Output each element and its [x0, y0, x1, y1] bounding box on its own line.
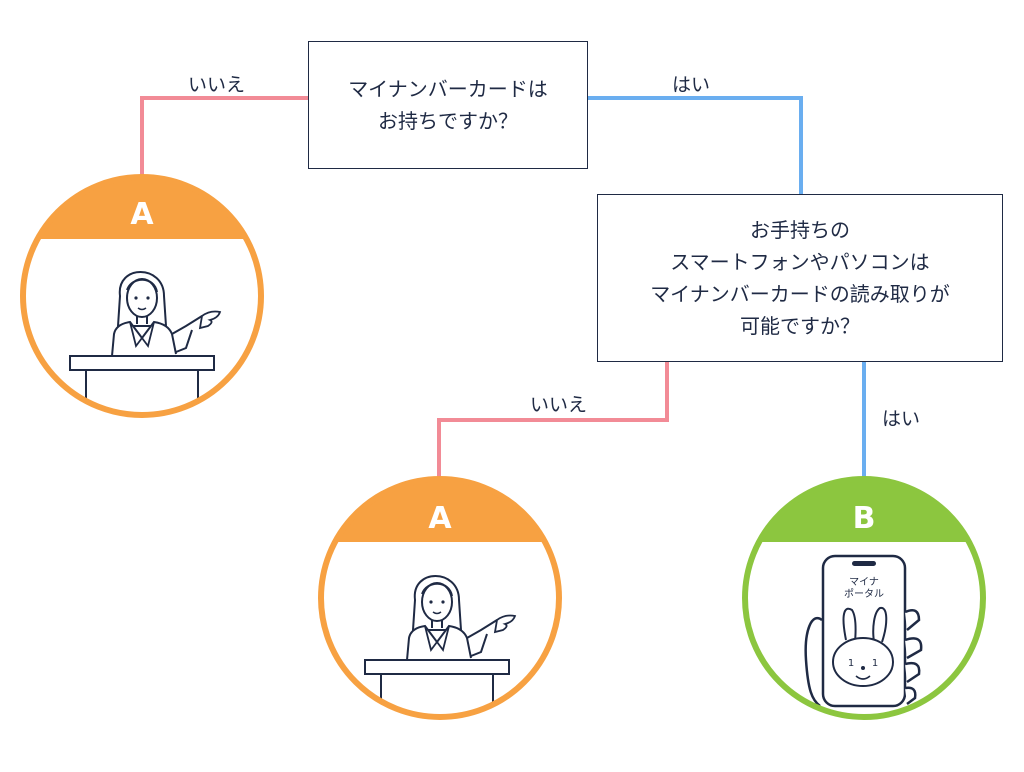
svg-text:1: 1 — [872, 658, 878, 669]
result-a-bottom: A — [318, 476, 562, 720]
edge-label-q2-yes: はい — [882, 408, 921, 430]
question-box-2: お手持ちの スマートフォンやパソコンは マイナンバーカードの読み取りが 可能です… — [597, 194, 1003, 362]
phone-text-line1: マイナ — [849, 576, 879, 588]
edge-label-q1-no: いいえ — [188, 74, 246, 96]
connector-q1-no — [140, 96, 308, 180]
result-a-letter: A — [428, 501, 452, 536]
question-box-1: マイナンバーカードは お持ちですか？ — [308, 41, 588, 169]
smartphone-illustration: マイナ ポータル 1 1 — [804, 554, 923, 708]
result-b: マイナ ポータル 1 1 B — [742, 476, 986, 720]
result-b-letter: B — [853, 501, 876, 536]
edge-label-q2-no: いいえ — [530, 394, 588, 416]
edge-label-q1-yes: はい — [672, 74, 711, 96]
phone-text-line2: ポータル — [844, 588, 884, 600]
result-a-letter: A — [130, 197, 154, 232]
svg-text:1: 1 — [848, 658, 854, 669]
connector-q1-yes — [588, 96, 803, 194]
result-a-top: A — [20, 174, 264, 418]
connector-q2-no — [437, 362, 669, 482]
